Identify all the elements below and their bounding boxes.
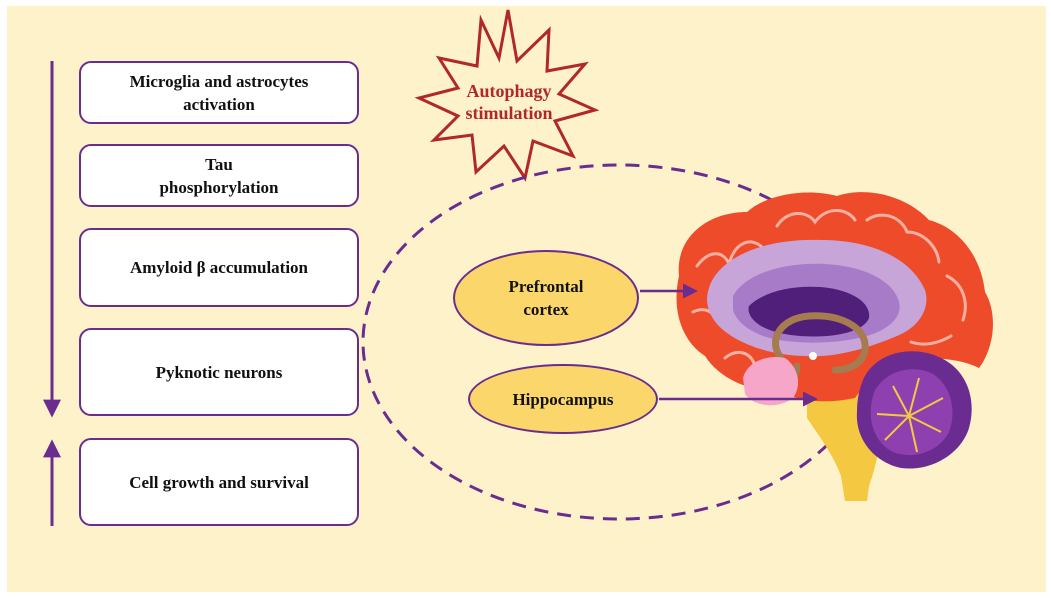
burst-text-line: stimulation (441, 102, 577, 124)
region-text-line: cortex (509, 298, 584, 321)
step-amyloid-accumulation: Amyloid β accumulation (79, 228, 359, 307)
region-text-line: Prefrontal (509, 275, 584, 298)
step-text-line: Microglia and astrocytes (130, 70, 309, 93)
step-pyknotic-neurons: Pyknotic neurons (79, 328, 359, 416)
step-cell-growth-survival: Cell growth and survival (79, 438, 359, 526)
burst-text-line: Autophagy (441, 80, 577, 102)
step-text-line: phosphorylation (159, 176, 278, 199)
autophagy-stimulation-label: Autophagy stimulation (441, 80, 577, 124)
step-text-line: activation (130, 93, 309, 116)
brain-illustration (677, 192, 993, 501)
step-text-line: Tau (159, 153, 278, 176)
hippocampus-label: Hippocampus (468, 364, 658, 434)
